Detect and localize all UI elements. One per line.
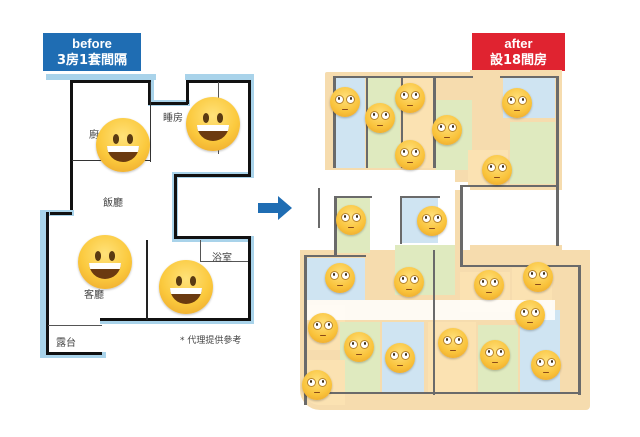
wall (248, 236, 251, 320)
rolling-eyes-face-icon (523, 262, 553, 292)
plan-outline (248, 74, 254, 176)
grinning-face-icon (186, 97, 240, 151)
plan-outline (40, 255, 46, 357)
rolling-eyes-face-icon (344, 332, 374, 362)
grinning-face-icon (78, 235, 132, 289)
partition-wall (401, 76, 403, 168)
partition-wall (462, 185, 558, 187)
partition-wall (304, 392, 580, 394)
wall (46, 352, 102, 355)
rolling-eyes-face-icon (336, 205, 366, 235)
wall (70, 80, 73, 210)
partition-wall (556, 76, 559, 246)
rolling-eyes-face-icon (394, 267, 424, 297)
rolling-eyes-face-icon (302, 370, 332, 400)
rolling-eyes-face-icon (531, 350, 561, 380)
grinning-face-icon (159, 260, 213, 314)
wall (46, 212, 49, 354)
rolling-eyes-face-icon (395, 83, 425, 113)
wall (174, 174, 251, 177)
rolling-eyes-face-icon (474, 270, 504, 300)
rolling-eyes-face-icon (432, 115, 462, 145)
rolling-eyes-face-icon (417, 206, 447, 236)
rolling-eyes-face-icon (330, 87, 360, 117)
rolling-eyes-face-icon (365, 103, 395, 133)
plan-outline (40, 210, 46, 255)
interior-wall (146, 240, 148, 320)
room-label-dining: 飯廳 (103, 198, 123, 209)
wall (174, 174, 177, 238)
interior-wall (48, 325, 102, 326)
rolling-eyes-face-icon (482, 155, 512, 185)
plan-outline (248, 236, 254, 322)
partition-wall (400, 196, 402, 244)
wall (186, 80, 250, 83)
partition-wall (460, 185, 463, 265)
partition-wall (304, 255, 366, 257)
interior-wall (200, 240, 201, 262)
rolling-eyes-face-icon (515, 300, 545, 330)
wall (148, 102, 188, 105)
plan-outline (455, 190, 461, 250)
room-label-kitchen: 廚 (89, 130, 99, 141)
rolling-eyes-face-icon (480, 340, 510, 370)
room-label-bedroom: 睡房 (163, 113, 183, 124)
partition-wall (304, 255, 307, 405)
wall (248, 80, 251, 175)
right-arrow-icon (258, 196, 292, 220)
plan-outline (100, 318, 254, 324)
partition-wall (334, 196, 337, 256)
partition-wall (460, 265, 580, 267)
room-label-bathroom: 浴室 (212, 253, 232, 264)
plan-outline (172, 236, 254, 242)
courtyard (455, 190, 590, 245)
interior-wall (200, 261, 248, 262)
after-label-subtitle: 設18間房 (489, 53, 548, 68)
room (510, 122, 555, 184)
rolling-eyes-face-icon (502, 88, 532, 118)
wall (100, 318, 251, 321)
corridor (305, 300, 555, 320)
wall (174, 236, 251, 239)
plan-outline (185, 74, 253, 80)
agent-reference-note: * 代理提供參考 (180, 336, 242, 346)
partition-wall (500, 76, 558, 78)
wall (148, 80, 151, 104)
wall (70, 80, 150, 83)
partition-wall (400, 196, 440, 198)
grinning-face-icon (96, 118, 150, 172)
plan-outline (40, 352, 106, 358)
partition-wall (333, 76, 336, 168)
before-label-title: before (72, 36, 112, 51)
rolling-eyes-face-icon (308, 313, 338, 343)
before-label: before 3房1套間隔 (43, 33, 141, 71)
rolling-eyes-face-icon (385, 343, 415, 373)
after-label: after 設18間房 (472, 33, 565, 71)
partition-wall (333, 76, 473, 78)
room-label-living: 客廳 (84, 290, 104, 301)
room-label-balcony: 露台 (56, 338, 76, 349)
rolling-eyes-face-icon (438, 328, 468, 358)
plan-outline (148, 74, 154, 104)
wall (186, 80, 189, 104)
partition-wall (578, 265, 581, 395)
after-label-title: after (504, 36, 533, 51)
plan-outline (46, 74, 156, 80)
interior-wall (150, 82, 151, 162)
partition-wall (433, 250, 435, 395)
partition-wall (334, 196, 372, 198)
wall (50, 212, 72, 215)
rolling-eyes-face-icon (395, 140, 425, 170)
partition-wall (318, 188, 320, 228)
before-label-subtitle: 3房1套間隔 (56, 53, 128, 68)
rolling-eyes-face-icon (325, 263, 355, 293)
